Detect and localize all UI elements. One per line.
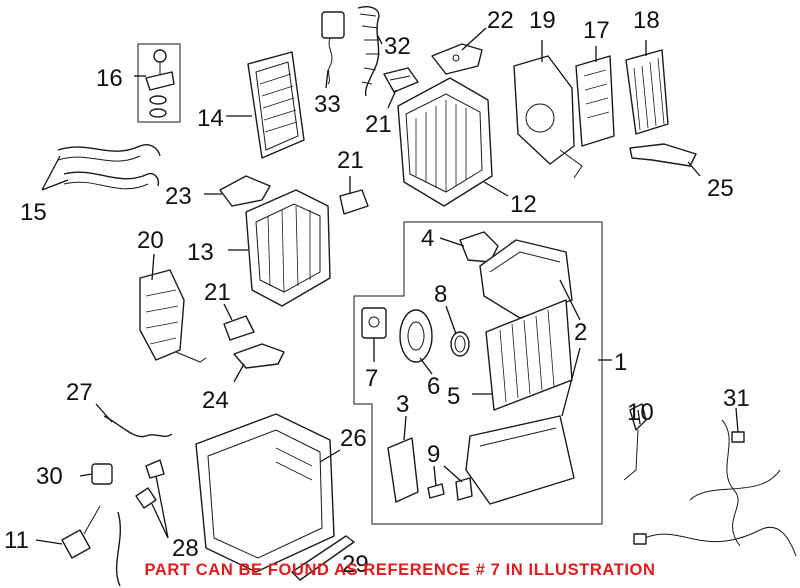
callout-6: 6: [427, 373, 440, 400]
part-33-sensor: [321, 11, 345, 85]
part-3-cover: [387, 437, 419, 503]
callout-18: 18: [633, 7, 660, 34]
part-5-evaporator: [485, 299, 573, 411]
part-17-frame: [575, 55, 615, 147]
callout-29: 29: [342, 551, 369, 578]
callout-33: 33: [314, 91, 341, 118]
callout-9: 9: [427, 441, 440, 468]
part-20-door-assembly: [139, 269, 207, 363]
part-15-hoses: [57, 144, 161, 190]
part-29-strip: [291, 535, 355, 581]
part-11-sensor: [61, 505, 101, 559]
leader-lines: [35, 27, 739, 545]
part-10-sensor: [623, 403, 647, 481]
part-4-duct: [459, 231, 499, 263]
callout-31: 31: [723, 385, 750, 412]
callout-32: 32: [384, 33, 411, 60]
callout-23: 23: [165, 183, 192, 210]
part-23-bracket: [219, 175, 271, 207]
part-7-actuator: [361, 307, 387, 339]
callout-7: 7: [365, 365, 378, 392]
callout-labels: 16 14 15 33 32 22 21 21 23 13 12 19 17 1…: [4, 7, 750, 578]
callout-17: 17: [583, 17, 610, 44]
callout-20: 20: [137, 227, 164, 254]
callout-22: 22: [487, 7, 514, 34]
part-8-oring: [450, 331, 470, 357]
part-19-blower: [513, 55, 583, 179]
part-30-grommet: [91, 463, 113, 485]
part-21-actuator-low: [223, 315, 255, 341]
part-27-pipe: [103, 415, 173, 438]
callout-28: 28: [172, 535, 199, 562]
callout-10: 10: [627, 399, 654, 426]
callout-3: 3: [396, 391, 409, 418]
part-6-blower-wheel: [399, 309, 433, 363]
callout-27: 27: [66, 379, 93, 406]
part-13-case: [245, 189, 331, 307]
part-18-filter: [625, 49, 669, 135]
part-12-upper-case: [397, 77, 493, 207]
part-21-actuator-mid: [339, 189, 369, 215]
part-16-fastener-kit: [137, 43, 181, 123]
part-14-core: [247, 51, 305, 159]
callout-5: 5: [447, 383, 460, 410]
callout-1: 1: [614, 349, 627, 376]
callout-21-top: 21: [365, 111, 392, 138]
part-24-bracket: [233, 343, 285, 369]
part-28-hose: [115, 459, 165, 587]
callout-21-mid: 21: [337, 147, 364, 174]
callout-2: 2: [574, 319, 587, 346]
callout-12: 12: [510, 191, 537, 218]
callout-24: 24: [202, 387, 229, 414]
reference-note: PART CAN BE FOUND AS REFERENCE # 7 IN IL…: [144, 561, 656, 579]
callout-26: 26: [340, 425, 367, 452]
part-22-bracket: [431, 43, 483, 75]
part-26-lower-case: [195, 413, 335, 573]
part-31-harness: [633, 419, 797, 557]
callout-21-low: 21: [204, 279, 231, 306]
part-9-clips: [427, 477, 473, 501]
callout-8: 8: [434, 281, 447, 308]
part-2-housing-top: [479, 239, 573, 319]
callout-11: 11: [4, 527, 29, 554]
callout-30: 30: [36, 463, 63, 490]
callout-19: 19: [529, 7, 556, 34]
callout-14: 14: [197, 105, 224, 132]
part-21-actuator-top: [383, 67, 419, 93]
callout-4: 4: [421, 225, 434, 252]
assembly-1-outline: [353, 221, 603, 525]
callout-13: 13: [187, 239, 214, 266]
part-32-duct: [357, 6, 380, 97]
callout-16: 16: [96, 65, 123, 92]
part-25-duct: [629, 143, 697, 167]
callout-15: 15: [20, 199, 47, 226]
callout-25: 25: [707, 175, 734, 202]
part-2-housing-bottom: [465, 415, 575, 505]
